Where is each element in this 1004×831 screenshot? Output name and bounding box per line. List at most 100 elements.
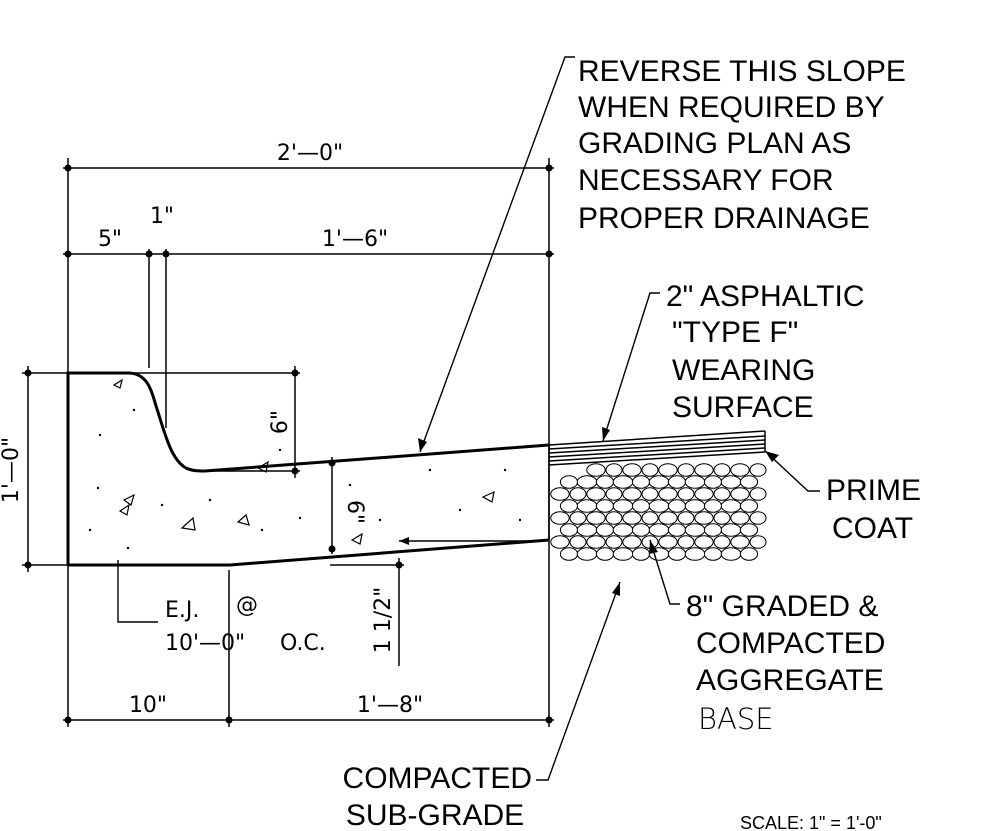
- aggregate-rock: [667, 499, 687, 513]
- aggregate-rock: [667, 547, 687, 561]
- aggregate-rock: [684, 523, 706, 537]
- aggregate-rock: [648, 475, 670, 489]
- dim-tick: [225, 716, 233, 724]
- speck: [518, 518, 522, 522]
- subgrade-note-line: COMPACTED: [343, 762, 532, 795]
- aggregate-rock: [559, 499, 579, 513]
- aggregate-rock: [677, 511, 695, 525]
- joint-label: E.J.: [165, 598, 199, 623]
- arrowhead: [418, 438, 427, 452]
- aggregate-rock: [658, 511, 678, 525]
- aggregate-triangle: [350, 532, 363, 545]
- aggregate-rock: [658, 535, 678, 549]
- aggregate-rock: [612, 547, 634, 561]
- speck: [96, 486, 100, 490]
- top-dimension-lines: [63, 158, 554, 565]
- aggregate-rock: [749, 511, 767, 525]
- aggregate-rock: [641, 463, 659, 477]
- aggregate-rock: [612, 499, 634, 513]
- aggregate-rock: [612, 523, 634, 537]
- aggregate-rock: [677, 487, 695, 501]
- aggregate-rock: [684, 547, 706, 561]
- aggregate-rock: [631, 547, 651, 561]
- aggregate-rock: [720, 475, 742, 489]
- aggregate-rock: [749, 535, 767, 549]
- aggregate-rock: [720, 499, 742, 513]
- joint-leader-line: [117, 560, 158, 623]
- aggregate-rock: [605, 511, 623, 525]
- aggregate-rock: [703, 475, 723, 489]
- aggregate-rock: [658, 463, 678, 477]
- aggregate-rock: [739, 547, 759, 561]
- aggregate-base-label: BASE: [698, 702, 774, 736]
- dim-tick: [162, 250, 170, 258]
- asphalt-line: [548, 447, 766, 462]
- aggregate-rock: [586, 463, 606, 477]
- aggregate-triangle: [481, 490, 495, 503]
- speck: [132, 408, 136, 412]
- prime-note-leader: [764, 450, 820, 492]
- asphalt-note-line: SURFACE: [672, 391, 814, 424]
- slope-note-line: NECESSARY FOR: [578, 164, 834, 197]
- aggregate-rock: [622, 535, 642, 549]
- speck: [458, 508, 462, 512]
- aggregate-rock: [749, 487, 767, 501]
- aggregate-rock: [684, 499, 706, 513]
- aggregate-rock: [612, 475, 634, 489]
- aggregate-rock: [720, 523, 742, 537]
- aggregate-rock: [684, 475, 706, 489]
- left-offset-label: 5": [98, 227, 122, 252]
- slab-thickness-dimension: [328, 457, 336, 554]
- dim-tick: [545, 250, 553, 258]
- slab-arrow: [399, 537, 540, 545]
- dim-tick: [24, 561, 32, 569]
- aggregate-rock: [641, 511, 659, 525]
- concrete-texture: [88, 378, 522, 550]
- aggregate-rock: [648, 523, 670, 537]
- aggregate-rock: [631, 475, 651, 489]
- slope-note-line: WHEN REQUIRED BY: [578, 91, 885, 124]
- aggregate-rock: [569, 487, 587, 501]
- aggregate-rock: [605, 535, 623, 549]
- asphalt-line: [548, 443, 766, 458]
- aggregate-rock: [730, 535, 750, 549]
- aggregate-rock: [622, 463, 642, 477]
- speck: [348, 483, 352, 487]
- speck: [208, 498, 212, 502]
- speck: [160, 503, 164, 507]
- aggregate-rock: [739, 475, 759, 489]
- aggregate-rock: [550, 511, 570, 525]
- aggregate-rock: [559, 475, 579, 489]
- arrowhead: [649, 540, 658, 554]
- aggregate-rock: [595, 499, 615, 513]
- bottom-right-label: 1'—8": [357, 693, 423, 718]
- prime-note-line: PRIME: [826, 474, 921, 507]
- aggregate-rock: [622, 511, 642, 525]
- aggregate-rock: [576, 547, 598, 561]
- aggregate-rock: [605, 487, 623, 501]
- aggregate-triangle: [122, 493, 135, 506]
- aggregate-triangle: [112, 378, 123, 389]
- aggregate-rock: [739, 523, 759, 537]
- speck: [88, 528, 92, 532]
- arrowhead: [612, 582, 620, 596]
- asphalt-note-line: WEARING: [672, 354, 815, 387]
- slope-note-line: PROPER DRAINAGE: [578, 202, 870, 235]
- right-width-label: 1'—6": [322, 227, 388, 252]
- curb-height-dimension: [22, 366, 68, 572]
- speck: [378, 518, 382, 522]
- aggregate-rock: [641, 487, 659, 501]
- aggregate-rock: [631, 499, 651, 513]
- aggregate-note-line: 8" GRADED &: [686, 590, 878, 623]
- dim-tick: [291, 467, 299, 475]
- aggregate-rock: [559, 547, 579, 561]
- joint-leader: [117, 560, 158, 623]
- note-leaders: [418, 56, 820, 781]
- aggregate-triangle: [118, 503, 130, 516]
- aggregate-rock: [586, 535, 606, 549]
- aggregate-rock: [631, 523, 651, 537]
- joint-spacing-label: 10'—0": [165, 631, 245, 656]
- aggregate-note-line: AGGREGATE: [696, 664, 884, 697]
- aggregate-rock: [713, 511, 731, 525]
- dim-tick: [328, 545, 336, 553]
